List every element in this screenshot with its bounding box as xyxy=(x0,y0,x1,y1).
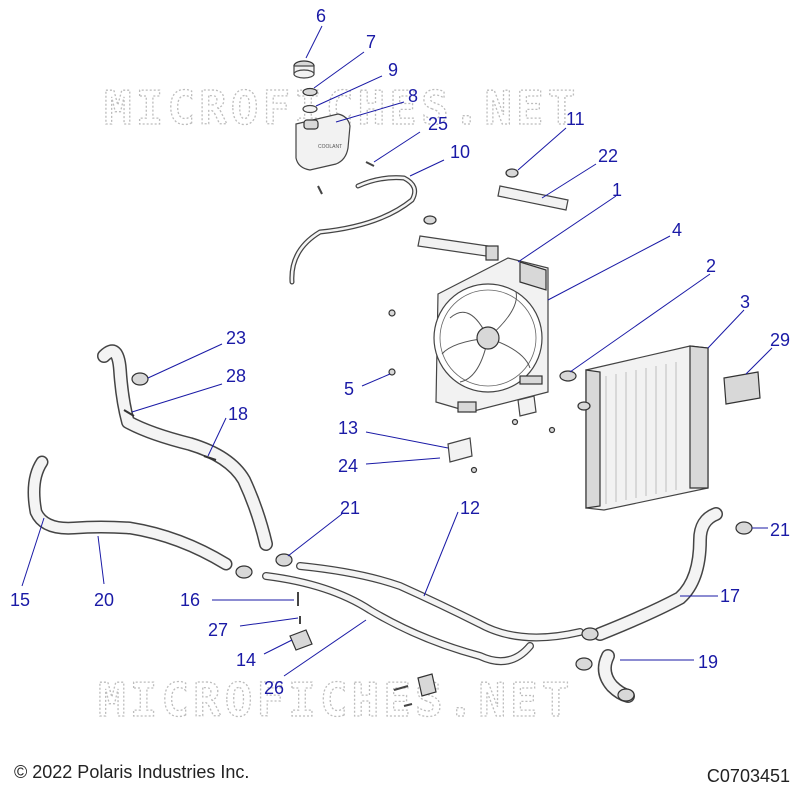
callout-18: 18 xyxy=(228,404,248,424)
small-bolt xyxy=(297,592,413,707)
fan-bolt xyxy=(388,309,396,376)
diagram-code: C0703451 xyxy=(706,766,790,786)
leader-lines xyxy=(21,25,773,677)
lower-bracket xyxy=(447,395,556,474)
cap-seal xyxy=(302,104,318,114)
radiator-label xyxy=(723,371,761,405)
fan-shroud xyxy=(433,257,549,413)
callout-28: 28 xyxy=(226,366,246,386)
radiator-bracket xyxy=(417,185,569,261)
callout-6: 6 xyxy=(316,6,326,26)
watermark-bottom: MICROFICHES.NET xyxy=(98,673,573,727)
callout-23: 23 xyxy=(226,328,246,348)
callout-1: 1 xyxy=(612,180,622,200)
callout-9: 9 xyxy=(388,60,398,80)
callout-26: 26 xyxy=(264,678,284,698)
callout-21-left: 21 xyxy=(340,498,360,518)
reservoir-bolt xyxy=(317,161,375,195)
callout-15: 15 xyxy=(10,590,30,610)
callout-12: 12 xyxy=(460,498,480,518)
callout-27: 27 xyxy=(208,620,228,640)
upper-hose xyxy=(97,344,273,551)
callout-19: 19 xyxy=(698,652,718,672)
callout-8: 8 xyxy=(408,86,418,106)
callout-21-right: 21 xyxy=(770,520,790,540)
callout-22: 22 xyxy=(598,146,618,166)
coolant-reservoir: COOLANT xyxy=(295,113,351,171)
pipe-bracket xyxy=(289,629,437,697)
hose-clamp xyxy=(131,372,753,702)
callout-24: 24 xyxy=(338,456,358,476)
copyright-text: © 2022 Polaris Industries Inc. xyxy=(14,762,250,782)
callout-11: 11 xyxy=(566,109,585,129)
coolant-pipe-upper xyxy=(296,562,584,642)
callout-29: 29 xyxy=(770,330,790,350)
radiator xyxy=(577,345,709,511)
callout-25: 25 xyxy=(428,114,448,134)
callout-20: 20 xyxy=(94,590,114,610)
svg-text:COOLANT: COOLANT xyxy=(318,144,342,150)
callout-5: 5 xyxy=(344,379,354,399)
callout-7: 7 xyxy=(366,32,376,52)
grommet xyxy=(559,370,577,382)
clip xyxy=(123,409,217,461)
callout-10: 10 xyxy=(450,142,470,162)
right-hose xyxy=(593,507,723,641)
callout-4: 4 xyxy=(672,220,682,240)
callout-14: 14 xyxy=(236,650,256,670)
callouts: 6 7 9 8 25 10 11 22 1 4 2 3 29 23 28 18 … xyxy=(10,6,790,698)
coolant-pipe-lower xyxy=(262,572,534,666)
callout-17: 17 xyxy=(720,586,740,606)
rubber-mount xyxy=(423,168,519,225)
coolant-cap xyxy=(293,60,315,79)
callout-2: 2 xyxy=(706,256,716,276)
overflow-hose xyxy=(289,175,418,285)
cap-gasket xyxy=(302,87,318,97)
left-hose xyxy=(27,455,233,571)
callout-3: 3 xyxy=(740,292,750,312)
callout-13: 13 xyxy=(338,418,358,438)
callout-16: 16 xyxy=(180,590,200,610)
